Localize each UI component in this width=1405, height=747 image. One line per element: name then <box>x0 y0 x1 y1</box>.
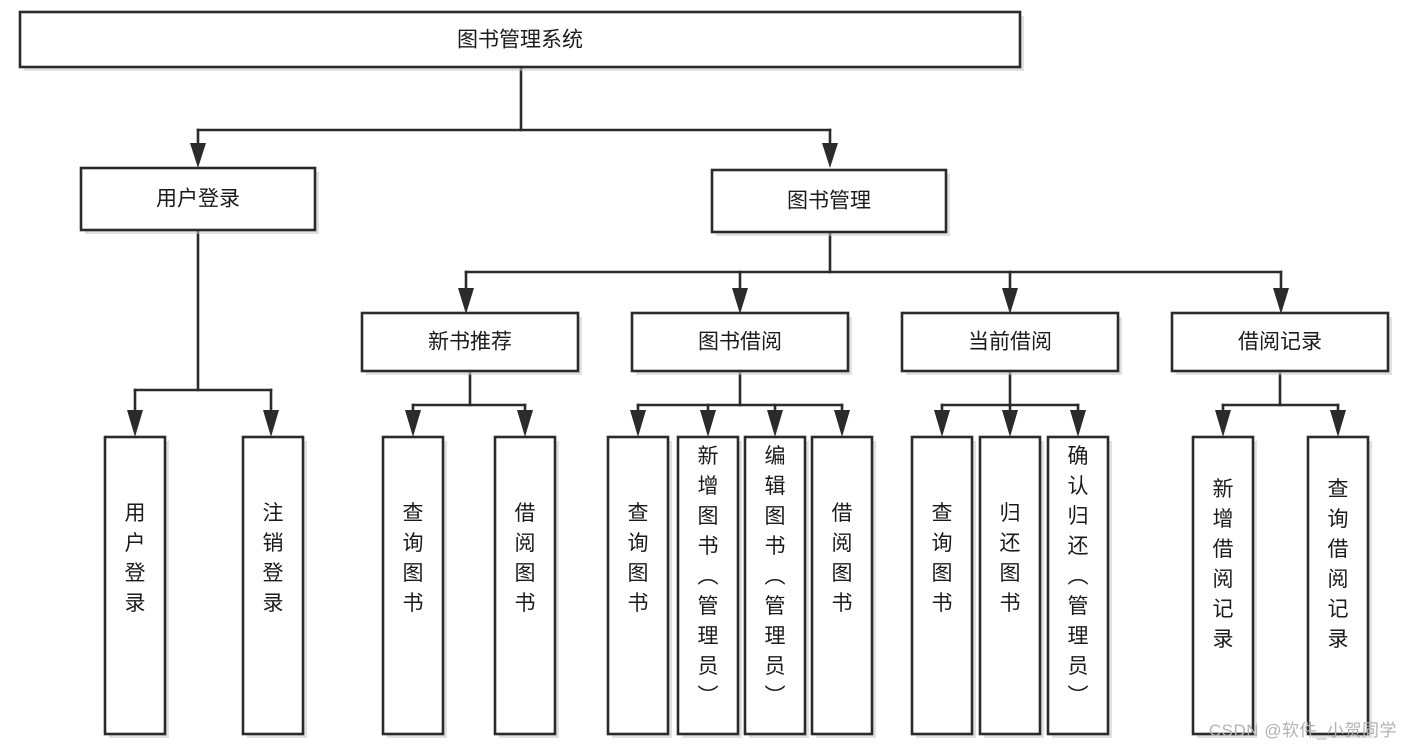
leaf-user-logout-label: 注销登录 <box>263 502 284 615</box>
connector-group-new-book-recommend <box>405 372 533 437</box>
leaf-node-query-record[interactable]: 查询借阅记录 <box>1306 435 1372 738</box>
arrow-head-borrow-record <box>1273 288 1289 314</box>
leaf-confirm-return-label: 确认归还︵管理员︶ <box>1068 445 1089 708</box>
leaf-borrow-book-2-label: 借阅图书 <box>832 502 853 615</box>
arrow-head-leaf-user-logout <box>263 410 279 437</box>
arrow-head-leaf-query-book-2 <box>630 410 646 437</box>
node-book-borrow-box[interactable] <box>630 311 850 373</box>
node-new-book-recommend-label: 新书推荐 <box>428 331 512 354</box>
node-root-box[interactable] <box>18 10 1022 69</box>
node-new-book-recommend-box[interactable] <box>360 311 580 373</box>
node-book-manage-label: 图书管理 <box>787 190 871 213</box>
leaf-confirm-return-box[interactable] <box>1046 435 1110 736</box>
leaf-node-user-logout[interactable]: 注销登录 <box>241 435 307 738</box>
leaf-borrow-book-1-label: 借阅图书 <box>515 502 536 615</box>
arrow-head-leaf-return-book <box>1002 410 1018 437</box>
arrow-head-leaf-borrow-book-2 <box>834 410 850 437</box>
node-current-borrow-label: 当前借阅 <box>968 331 1052 354</box>
arrow-head-leaf-borrow-book-1 <box>517 410 533 437</box>
node-root-label: 图书管理系统 <box>457 29 583 52</box>
connector-group-borrow-record <box>1215 372 1346 437</box>
node-borrow-record[interactable]: 借阅记录 <box>1170 311 1392 375</box>
connector-group-book-borrow <box>630 372 850 437</box>
arrow-head-user-login <box>190 143 206 168</box>
arrow-head-leaf-add-book <box>700 410 716 437</box>
arrow-head-leaf-add-record <box>1215 410 1231 437</box>
node-borrow-record-label: 借阅记录 <box>1238 331 1322 354</box>
leaf-borrow-book-2-box[interactable] <box>810 435 874 736</box>
leaf-query-book-3-label: 查询图书 <box>932 502 953 615</box>
connector-group-current-borrow <box>934 372 1086 437</box>
node-current-borrow-box[interactable] <box>900 311 1120 373</box>
arrow-head-leaf-user-login <box>127 410 143 437</box>
leaf-node-return-book[interactable]: 归还图书 <box>978 435 1044 738</box>
leaf-node-borrow-book-2[interactable]: 借阅图书 <box>810 435 876 738</box>
node-borrow-record-box[interactable] <box>1170 311 1390 373</box>
leaf-edit-book-box[interactable] <box>743 435 807 736</box>
leaf-node-confirm-return[interactable]: 确认归还︵管理员︶ <box>1046 435 1112 738</box>
leaf-add-book-label: 新增图书︵管理员︶ <box>698 445 719 708</box>
node-book-manage[interactable]: 图书管理 <box>710 168 950 236</box>
leaf-user-login-box[interactable] <box>103 435 167 736</box>
arrow-head-book-borrow <box>732 288 748 314</box>
connector-group-root <box>190 65 838 168</box>
node-book-manage-box[interactable] <box>710 168 948 234</box>
leaf-edit-book-label: 编辑图书︵管理员︶ <box>765 445 786 708</box>
leaf-add-book-box[interactable] <box>676 435 740 736</box>
csdn-watermark: CSDN @软件_小贺同学 <box>1208 721 1397 740</box>
leaf-query-record-box[interactable] <box>1306 435 1370 736</box>
leaf-node-borrow-book-1[interactable]: 借阅图书 <box>493 435 559 738</box>
leaf-node-query-book-3[interactable]: 查询图书 <box>910 435 976 738</box>
leaf-query-book-1-box[interactable] <box>381 435 445 736</box>
node-book-borrow-label: 图书借阅 <box>698 331 782 354</box>
leaf-node-query-book-2[interactable]: 查询图书 <box>606 435 672 738</box>
arrow-head-leaf-query-record <box>1330 410 1346 437</box>
node-user-login[interactable]: 用户登录 <box>79 166 319 234</box>
leaf-query-book-3-box[interactable] <box>910 435 974 736</box>
leaf-add-record-label: 新增借阅记录 <box>1213 478 1234 651</box>
leaf-node-add-book[interactable]: 新增图书︵管理员︶ <box>676 435 742 738</box>
node-current-borrow[interactable]: 当前借阅 <box>900 311 1122 375</box>
leaf-borrow-book-1-box[interactable] <box>493 435 557 736</box>
arrow-head-book-manage <box>822 143 838 168</box>
connector-group-user-login <box>127 230 279 437</box>
node-new-book-recommend[interactable]: 新书推荐 <box>360 311 582 375</box>
node-root[interactable]: 图书管理系统 <box>18 10 1024 71</box>
leaf-query-book-1-label: 查询图书 <box>403 502 424 615</box>
leaf-query-record-label: 查询借阅记录 <box>1328 478 1349 651</box>
node-user-login-label: 用户登录 <box>156 188 240 211</box>
leaf-node-add-record[interactable]: 新增借阅记录 <box>1191 435 1257 738</box>
arrow-head-current-borrow <box>1002 288 1018 314</box>
node-user-login-box[interactable] <box>79 166 317 232</box>
arrow-head-leaf-query-book-3 <box>934 410 950 437</box>
leaf-query-book-2-box[interactable] <box>606 435 670 736</box>
leaf-node-user-login[interactable]: 用户登录 <box>103 435 169 738</box>
node-book-borrow[interactable]: 图书借阅 <box>630 311 852 375</box>
leaf-node-edit-book[interactable]: 编辑图书︵管理员︶ <box>743 435 809 738</box>
leaf-query-book-2-label: 查询图书 <box>628 502 649 615</box>
arrow-head-new-book-recommend <box>458 288 474 314</box>
arrow-head-leaf-query-book-1 <box>405 410 421 437</box>
leaf-add-record-box[interactable] <box>1191 435 1255 736</box>
leaf-return-book-box[interactable] <box>978 435 1042 736</box>
leaf-user-login-label: 用户登录 <box>125 502 146 615</box>
connector-group-book-manage <box>458 230 1289 314</box>
arrow-head-leaf-confirm-return <box>1070 410 1086 437</box>
leaf-return-book-label: 归还图书 <box>1000 502 1021 615</box>
leaf-user-logout-box[interactable] <box>241 435 305 736</box>
leaf-node-query-book-1[interactable]: 查询图书 <box>381 435 447 738</box>
arrow-head-leaf-edit-book <box>767 410 783 437</box>
